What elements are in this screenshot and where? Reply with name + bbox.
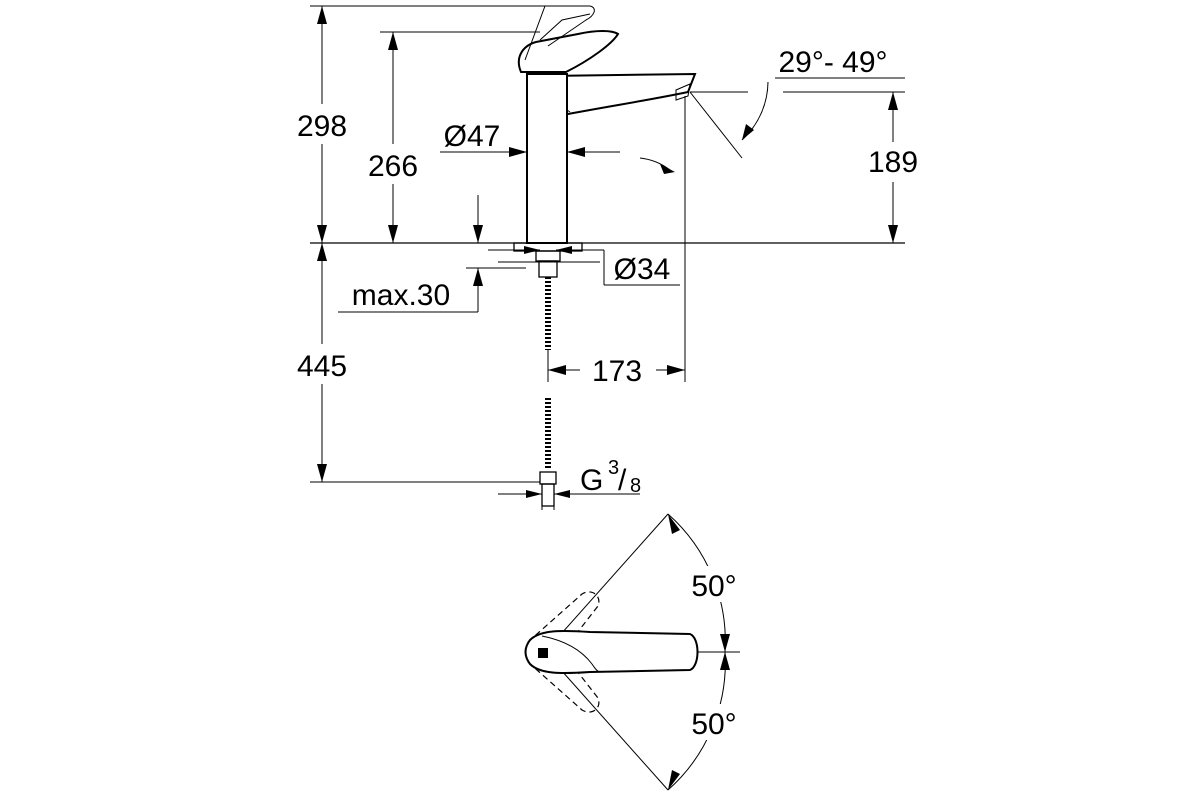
spout bbox=[544, 72, 697, 116]
hose-fitting bbox=[539, 471, 557, 485]
dim-diameter-47: Ø47 bbox=[440, 120, 620, 157]
lever-handle bbox=[517, 30, 620, 73]
dim-label-445: 445 bbox=[297, 350, 347, 383]
thread-label-denominator: 8 bbox=[630, 475, 641, 497]
dim-label-diameter-34: Ø34 bbox=[614, 253, 671, 286]
lever-ghost-raised bbox=[524, 5, 595, 61]
angle-label-upper: 50° bbox=[691, 570, 736, 603]
faucet-body bbox=[526, 73, 568, 244]
dim-298: 298 bbox=[286, 5, 545, 243]
dim-label-diameter-47: Ø47 bbox=[444, 120, 501, 153]
angle-label-lower: 50° bbox=[691, 708, 736, 741]
dim-label-298: 298 bbox=[297, 110, 347, 143]
faucet-side-view bbox=[498, 5, 697, 278]
dim-445: 445 bbox=[286, 243, 540, 483]
dim-label-173: 173 bbox=[592, 355, 642, 388]
dim-diameter-34: Ø34 bbox=[488, 246, 680, 286]
dim-thread: G 3 / 8 bbox=[498, 457, 641, 510]
faucet-top-view: 50° 50° bbox=[524, 513, 750, 791]
thread-label-g: G bbox=[580, 464, 603, 497]
lever-top-contour bbox=[541, 635, 601, 673]
supply-hose bbox=[539, 277, 557, 507]
dim-266: 266 bbox=[358, 31, 540, 243]
thread-label-numerator: 3 bbox=[608, 457, 619, 479]
lever-top-cap bbox=[538, 648, 548, 658]
dim-label-189: 189 bbox=[868, 146, 918, 179]
lever-ghost-lower bbox=[527, 643, 600, 713]
aerator bbox=[675, 83, 691, 101]
dim-max-30: max.30 bbox=[338, 195, 526, 313]
dim-spout-angle: 29°- 49° bbox=[639, 46, 905, 174]
lever-ghost-upper bbox=[527, 591, 600, 661]
rotation-line-lower bbox=[544, 651, 669, 791]
rotation-line-upper bbox=[544, 513, 669, 653]
dim-189: 189 bbox=[783, 91, 928, 243]
lever-ghost-inner bbox=[539, 13, 591, 41]
dim-label-max-30: max.30 bbox=[352, 279, 450, 312]
dim-173: 173 bbox=[547, 96, 686, 388]
dim-label-266: 266 bbox=[368, 150, 418, 183]
hose-thread bbox=[541, 483, 555, 507]
lever-top bbox=[524, 629, 699, 675]
nut-upper bbox=[535, 250, 561, 262]
dim-label-spout-angle: 29°- 49° bbox=[778, 46, 887, 79]
thread-slash: / bbox=[618, 464, 627, 497]
nut-lower bbox=[538, 260, 558, 278]
